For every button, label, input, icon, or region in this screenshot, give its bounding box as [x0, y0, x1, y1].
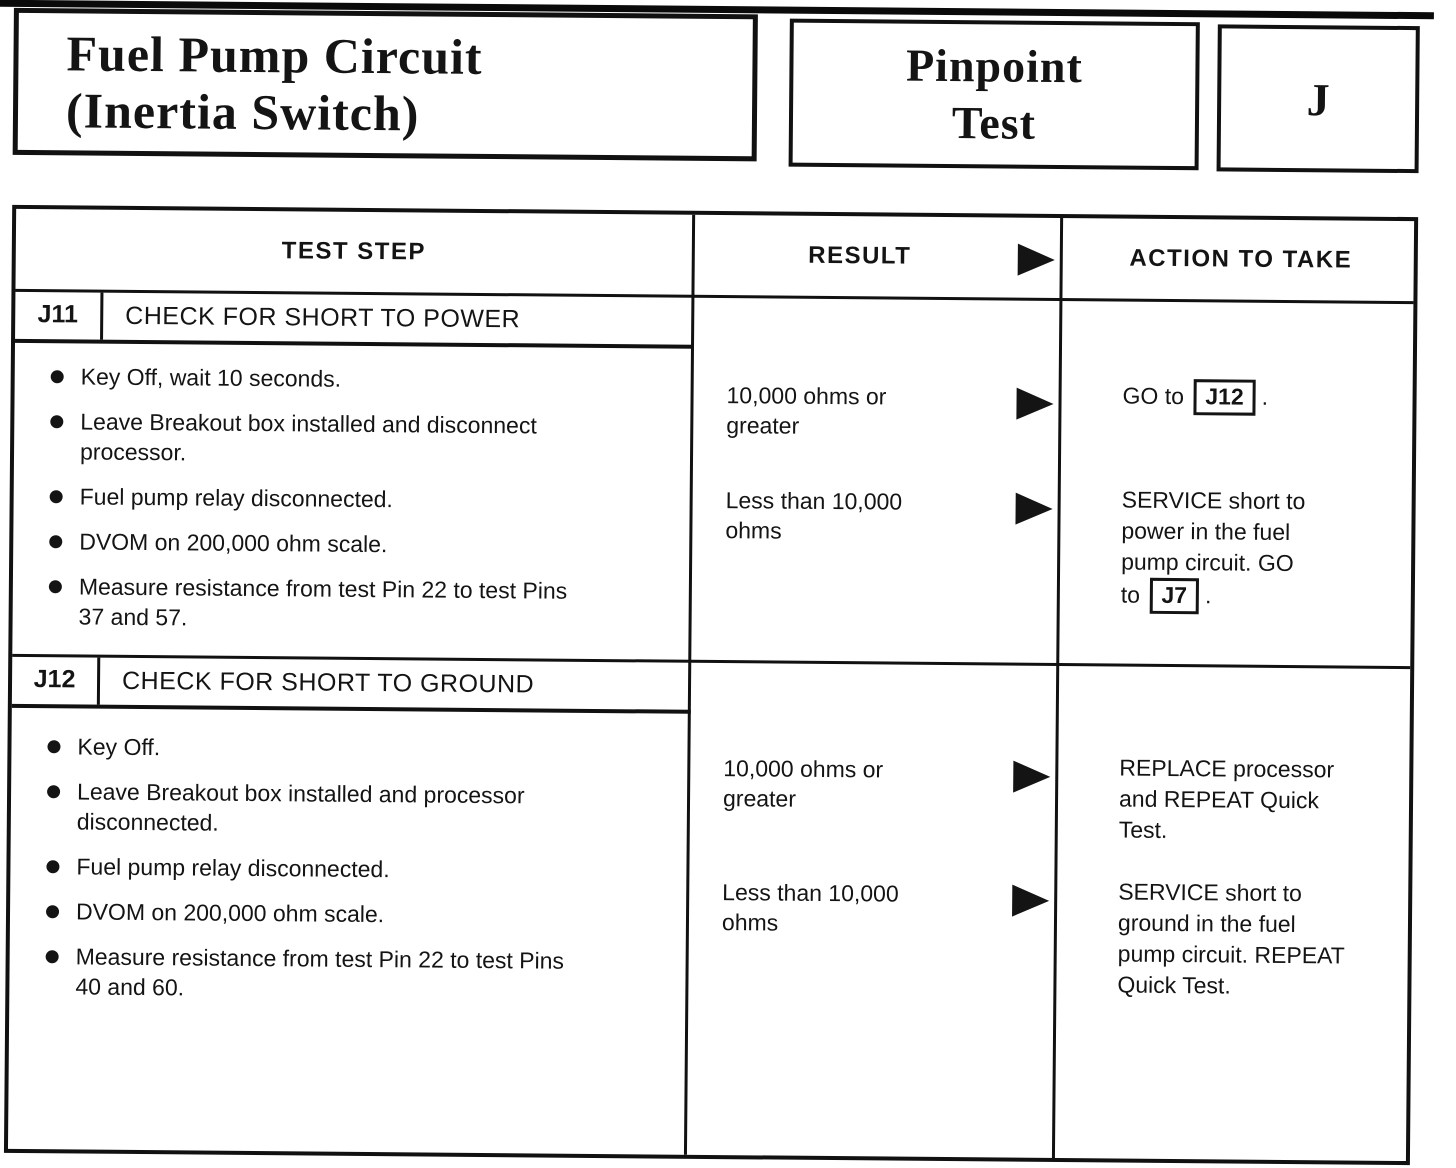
step-text: Leave Breakout box installed and disconn…	[79, 408, 537, 466]
test-ref-badge: J12	[1193, 379, 1256, 416]
list-item: DVOM on 200,000 ohm scale.	[45, 896, 661, 931]
result-value: 10,000 ohms or greater	[722, 755, 884, 812]
document-title-box: Fuel Pump Circuit (Inertia Switch)	[12, 7, 758, 162]
list-item: Fuel pump relay disconnected.	[46, 851, 661, 886]
doc-type-line-1: Pinpoint	[905, 39, 1084, 93]
step-text: Key Off, wait 10 seconds.	[80, 363, 342, 392]
action-segment: SERVICE short to power in the fuel pump …	[1120, 486, 1306, 608]
pinpoint-test-table: TEST STEP RESULT ACTION TO TAKE J11 CHEC…	[3, 204, 1419, 1166]
list-item: Leave Breakout box installed and process…	[47, 776, 663, 841]
bullet-icon	[46, 860, 60, 874]
action-text: SERVICE short to ground in the fuel pump…	[1117, 877, 1428, 1004]
bullet-icon	[48, 580, 62, 594]
step-text: DVOM on 200,000 ohm scale.	[79, 528, 388, 558]
page-title: Fuel Pump Circuit (Inertia Switch)	[18, 13, 753, 145]
list-item: DVOM on 200,000 ohm scale.	[49, 526, 664, 561]
step-text: Measure resistance from test Pin 22 to t…	[75, 943, 565, 1001]
section-letter: J	[1306, 74, 1330, 126]
column-header-action: ACTION TO TAKE	[1129, 244, 1353, 274]
result-value: Less than 10,000 ohms	[725, 487, 903, 544]
bullet-icon	[50, 415, 64, 429]
result-header-arrow-icon	[1017, 243, 1055, 276]
column-divider-2	[1051, 217, 1064, 1158]
step-text: Fuel pump relay disconnected.	[76, 853, 390, 883]
result-value: 10,000 ohms or greater	[726, 382, 887, 439]
doc-type-box: Pinpoint Test	[788, 18, 1200, 171]
test-step-id-j12: J12	[11, 656, 101, 705]
bullet-icon	[49, 535, 63, 549]
action-segment: SERVICE short to ground in the fuel pump…	[1117, 878, 1345, 999]
section-letter-box: J	[1216, 24, 1420, 174]
test-step-strip-j12: J12 CHECK FOR SHORT TO GROUND	[11, 656, 692, 714]
result-arrow-icon	[1012, 884, 1050, 917]
test-step-strip-j11: J11 CHECK FOR SHORT TO POWER	[15, 291, 695, 349]
test-step-list-j12: Key Off. Leave Breakout box installed an…	[45, 731, 662, 1021]
list-item: Measure resistance from test Pin 22 to t…	[45, 941, 661, 1006]
action-text: SERVICE short to power in the fuel pump …	[1121, 485, 1432, 617]
test-step-list-j11: Key Off, wait 10 seconds. Leave Breakout…	[48, 361, 665, 651]
step-text: Measure resistance from test Pin 22 to t…	[78, 573, 568, 631]
action-text: REPLACE processor and REPEAT Quick Test.	[1119, 753, 1430, 849]
doc-type-line-2: Test	[951, 97, 1037, 149]
action-segment: REPLACE processor and REPEAT Quick Test.	[1118, 754, 1335, 843]
page-title-line-2: (Inertia Switch)	[65, 82, 420, 142]
result-value: Less than 10,000 ohms	[721, 879, 899, 936]
bullet-icon	[50, 370, 64, 384]
list-item: Fuel pump relay disconnected.	[49, 481, 665, 516]
test-step-title-j12: CHECK FOR SHORT TO GROUND	[121, 666, 535, 699]
bullet-icon	[49, 490, 63, 504]
step-text: Key Off.	[77, 733, 161, 761]
list-item: Measure resistance from test Pin 22 to t…	[48, 571, 664, 636]
action-segment: .	[1204, 582, 1212, 609]
step-text: Leave Breakout box installed and process…	[76, 778, 525, 836]
action-text: GO to J12.	[1122, 379, 1432, 418]
page-title-line-1: Fuel Pump Circuit	[66, 25, 483, 85]
column-header-test-step: TEST STEP	[281, 237, 427, 266]
result-arrow-icon	[1013, 760, 1051, 793]
list-item: Key Off.	[47, 731, 662, 766]
step-text: Fuel pump relay disconnected.	[79, 483, 394, 513]
test-ref-badge: J7	[1149, 577, 1200, 615]
step-text: DVOM on 200,000 ohm scale.	[75, 898, 385, 928]
bullet-icon	[47, 785, 61, 799]
doc-type-label: Pinpoint Test	[793, 23, 1196, 154]
test-step-title-j11: CHECK FOR SHORT TO POWER	[125, 301, 521, 334]
list-item: Leave Breakout box installed and disconn…	[50, 406, 666, 471]
list-item: Key Off, wait 10 seconds.	[50, 361, 666, 396]
action-segment: GO to	[1122, 382, 1191, 410]
bullet-icon	[47, 740, 61, 754]
action-segment: .	[1261, 383, 1269, 410]
bullet-icon	[45, 905, 60, 919]
column-header-result: RESULT	[808, 241, 912, 270]
test-step-id-j11: J11	[15, 291, 104, 340]
result-arrow-icon	[1015, 492, 1053, 525]
bullet-icon	[45, 950, 59, 964]
result-arrow-icon	[1016, 387, 1054, 420]
